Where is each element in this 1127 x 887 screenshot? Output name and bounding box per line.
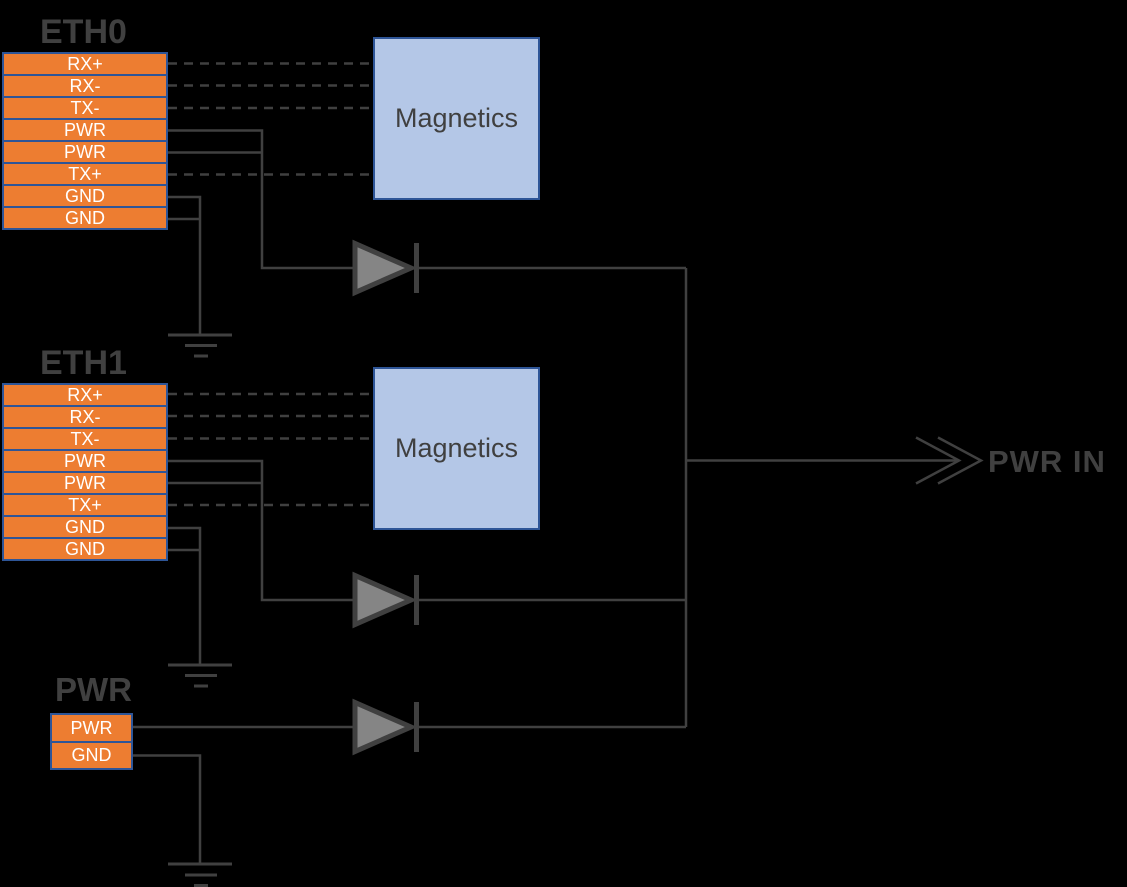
eth0-pin-gnd-2: GND [4,208,166,228]
magnetics-1-block: Magnetics [373,37,540,200]
magnetics-1-label: Magnetics [394,103,519,133]
eth1-pin-pwr-1: PWR [4,451,166,471]
pwr-ground-wire [133,754,202,864]
pwr-connector: PWR GND [50,713,133,770]
eth1-pin-tx-plus: TX+ [4,495,166,515]
eth0-power-wires [168,129,686,270]
magnetics-2-label: Magnetics [394,433,519,463]
eth1-pin-gnd-1: GND [4,517,166,537]
eth0-pin-tx-plus: TX+ [4,164,166,184]
eth1-connector: RX+ RX- TX- PWR PWR TX+ GND GND [2,383,168,561]
eth1-magnetics-dashed-wires [168,392,373,507]
eth1-pin-gnd-2: GND [4,539,166,559]
pwr-pin-pwr: PWR [52,715,131,741]
eth1-pin-rx-plus: RX+ [4,385,166,405]
eth0-pin-pwr-2: PWR [4,142,166,162]
eth0-pin-rx-plus: RX+ [4,54,166,74]
eth0-label: ETH0 [40,13,127,51]
pwr-in-label: PWR IN [988,444,1106,479]
eth1-label: ETH1 [40,344,127,382]
eth1-ground-wires [168,526,202,665]
eth1-pin-rx-minus: RX- [4,407,166,427]
eth0-pin-pwr-1: PWR [4,120,166,140]
pwr-in-arrow-icon [686,436,984,485]
eth0-pin-rx-minus: RX- [4,76,166,96]
pwr-label: PWR [55,671,132,708]
eth1-pin-pwr-2: PWR [4,473,166,493]
eth1-pin-tx-minus: TX- [4,429,166,449]
ground-symbol-pwr [168,862,232,887]
eth1-power-wires [168,459,686,602]
eth0-pin-gnd-1: GND [4,186,166,206]
eth0-pin-tx-minus: TX- [4,98,166,118]
ground-symbol-eth1 [168,663,232,688]
eth0-ground-wires [168,195,202,335]
eth0-magnetics-dashed-wires [168,62,373,176]
diode-3 [352,698,419,756]
diode-2 [352,571,419,629]
diode-1 [352,239,419,297]
eth0-connector: RX+ RX- TX- PWR PWR TX+ GND GND [2,52,168,230]
pwr-pin-gnd: GND [52,742,131,768]
ground-symbol-eth0 [168,333,232,358]
magnetics-2-block: Magnetics [373,367,540,530]
